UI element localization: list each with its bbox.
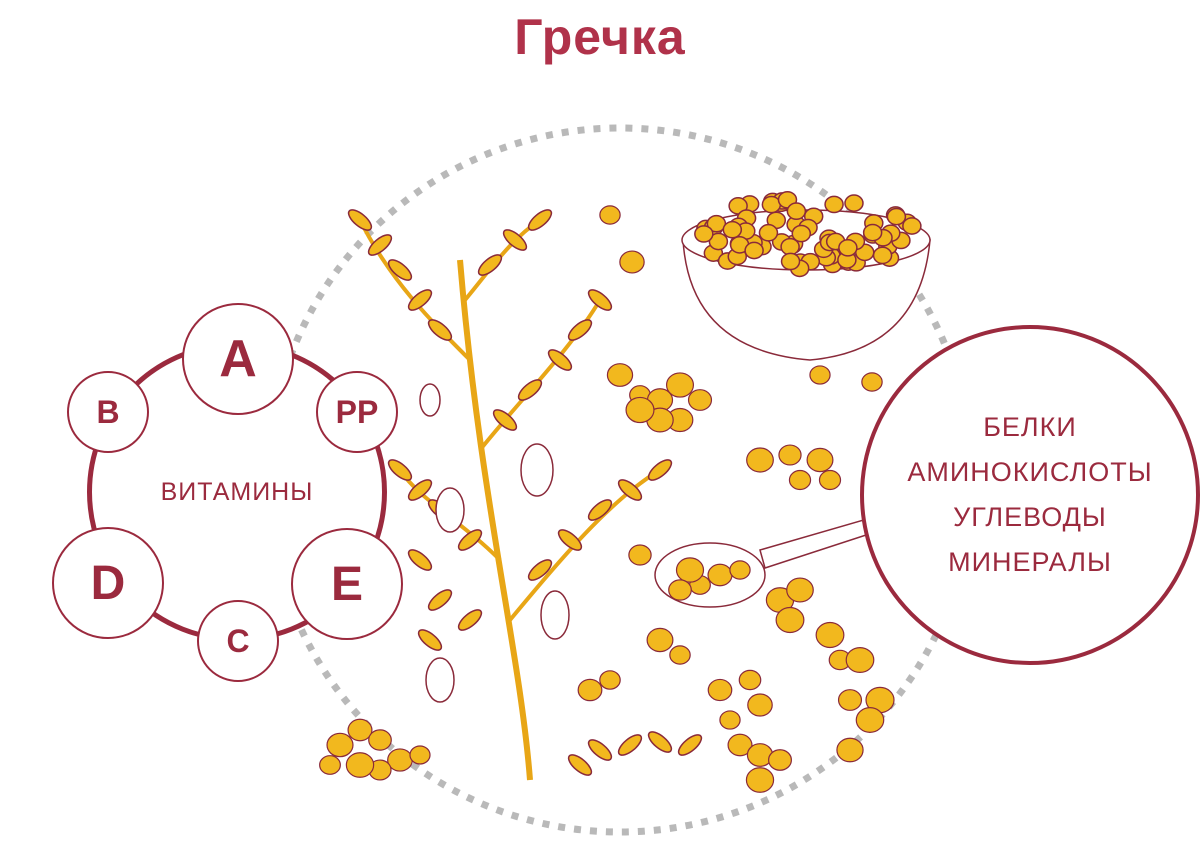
leaf [675, 731, 704, 758]
grain [629, 545, 651, 565]
grain [746, 768, 773, 792]
grain [747, 448, 774, 472]
grain [708, 679, 732, 700]
leaf [525, 206, 554, 233]
grain [676, 558, 703, 582]
vitamin-pp: PP [316, 371, 398, 453]
grain [787, 578, 814, 602]
grain [748, 694, 772, 716]
leaf [565, 751, 594, 778]
vitamin-a: A [182, 303, 294, 415]
grain [669, 580, 692, 600]
vitamins-label: ВИТАМИНЫ [137, 478, 337, 507]
grain [762, 196, 780, 212]
grain [825, 196, 843, 212]
grain [410, 746, 430, 764]
grain [626, 397, 654, 422]
nutrient-proteins: БЕЛКИ [983, 405, 1077, 450]
grain [839, 240, 857, 256]
grain [856, 708, 883, 733]
leaf [615, 731, 644, 758]
grain [647, 628, 673, 651]
grain [320, 756, 341, 775]
grain [792, 225, 810, 241]
grain [779, 445, 801, 465]
leaf [425, 586, 454, 613]
vitamin-e: E [291, 528, 403, 640]
grain [845, 195, 863, 211]
grain [846, 648, 874, 673]
leaf [585, 736, 614, 763]
vitamin-b: B [67, 371, 149, 453]
grain [730, 561, 750, 579]
leaf [645, 728, 674, 755]
leaf [405, 546, 434, 573]
grain [720, 711, 740, 729]
nutrient-carbohydrates: УГЛЕВОДЫ [953, 495, 1107, 540]
vitamin-d: D [52, 527, 164, 639]
grain [670, 646, 690, 664]
grain [837, 738, 863, 762]
leaf [425, 316, 454, 343]
grain [739, 670, 760, 689]
grain [810, 366, 830, 384]
nutrient-amino-acids: АМИНОКИСЛОТЫ [907, 450, 1152, 495]
grain [708, 564, 732, 586]
leaf [415, 626, 444, 653]
bowl-icon [682, 192, 930, 360]
nutrients-circle: БЕЛКИ АМИНОКИСЛОТЫ УГЛЕВОДЫ МИНЕРАЛЫ [860, 325, 1200, 665]
leaf [455, 606, 484, 633]
grain [903, 218, 921, 234]
grain [807, 448, 833, 471]
grain [346, 753, 373, 778]
grain [620, 251, 644, 273]
nutrient-minerals: МИНЕРАЛЫ [948, 540, 1112, 585]
grain [745, 242, 763, 258]
vitamin-c: C [197, 600, 279, 682]
grain [388, 749, 413, 771]
grain [874, 247, 892, 263]
grain [839, 690, 862, 711]
leaf [585, 286, 614, 313]
grain [327, 733, 353, 756]
grain [348, 719, 372, 740]
leaf [345, 206, 374, 233]
grain [816, 623, 844, 648]
grain [864, 224, 882, 240]
leaf [385, 456, 414, 483]
grain [600, 206, 620, 224]
grain [782, 253, 800, 269]
leaf [645, 456, 674, 483]
grain [819, 471, 840, 490]
grain [695, 226, 713, 242]
grain [769, 750, 792, 770]
grain [723, 222, 741, 238]
leaf [565, 316, 594, 343]
grain [776, 608, 804, 633]
grain [667, 373, 694, 397]
leaf [475, 251, 504, 278]
grain [607, 364, 632, 387]
grain [689, 390, 712, 411]
grain [578, 679, 602, 700]
grain [600, 671, 620, 689]
grain [759, 225, 777, 241]
grain [369, 730, 392, 750]
grain [862, 373, 882, 391]
grain [887, 209, 905, 225]
leaf [515, 376, 544, 403]
buckwheat-plant-icon [345, 206, 704, 780]
grain [789, 471, 810, 490]
grain [787, 203, 805, 219]
